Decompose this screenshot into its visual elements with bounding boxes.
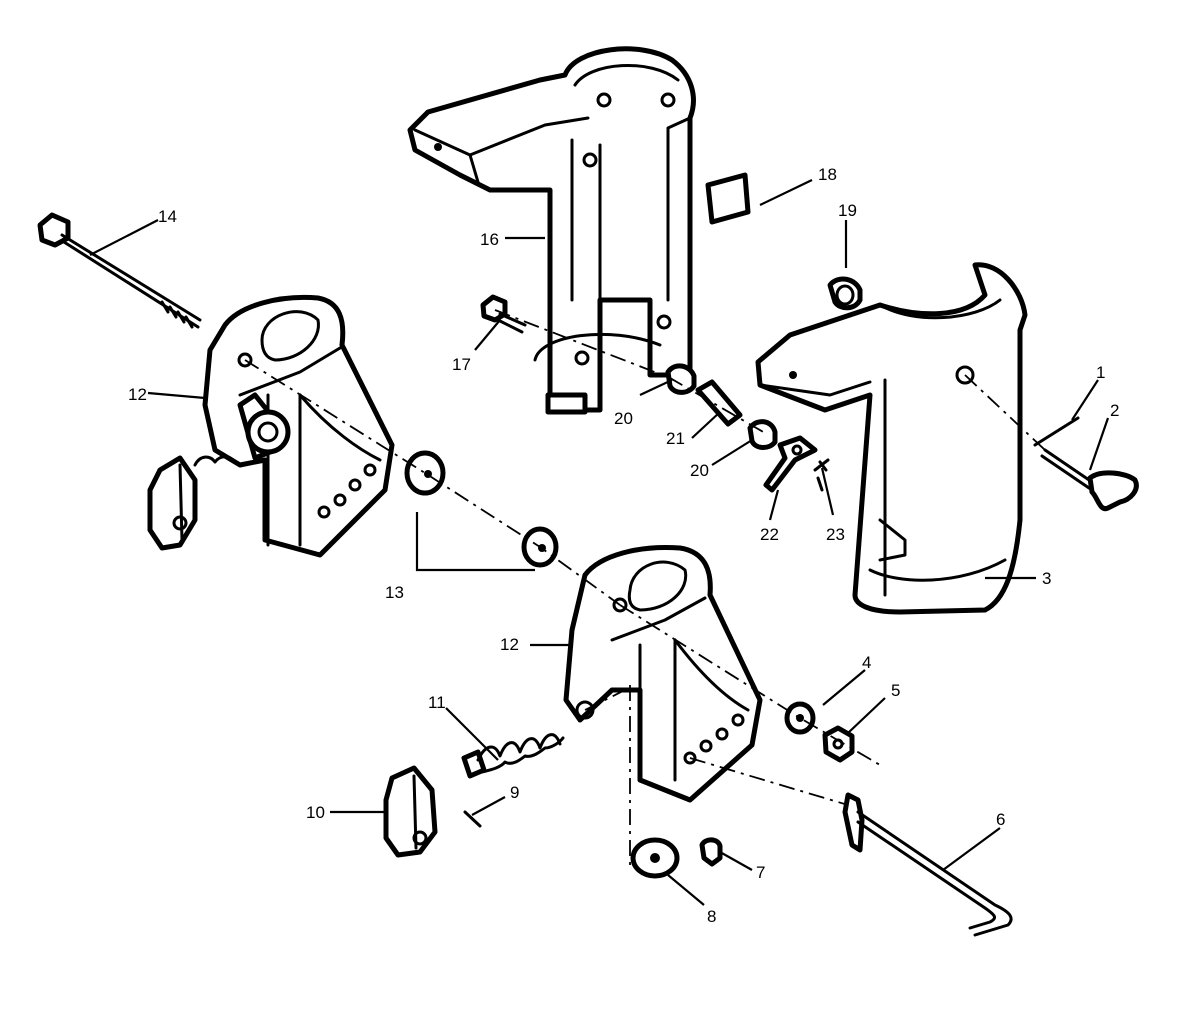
callout-8: 8 (707, 907, 716, 926)
callout-21: 21 (666, 429, 685, 448)
spring-11 (461, 733, 565, 779)
callout-11: 11 (428, 693, 446, 712)
callout-20-upper: 20 (614, 409, 633, 428)
bushing-19 (827, 276, 863, 311)
thumb-handle-10 (383, 765, 438, 858)
callout-18: 18 (818, 165, 837, 184)
callout-12-right: 12 (500, 635, 519, 654)
callout-23: 23 (826, 525, 845, 544)
callout-17: 17 (452, 355, 471, 374)
pad-18 (705, 172, 751, 225)
callout-20-lower: 20 (690, 461, 709, 480)
callout-7: 7 (756, 863, 765, 882)
leader-lines (89, 179, 1110, 906)
washers-13 (404, 450, 559, 568)
bolt-7 (699, 837, 723, 867)
left-clamp-screw (147, 409, 291, 551)
bolt-17 (480, 294, 527, 334)
pin-9 (463, 810, 482, 828)
callout-6: 6 (996, 810, 1005, 829)
thumb-screw-2 (1040, 448, 1139, 512)
disc-8 (630, 837, 680, 879)
callout-14: 14 (158, 207, 177, 226)
tilt-rod-6 (842, 792, 1013, 937)
washer-4 (784, 701, 816, 735)
callout-16: 16 (480, 230, 499, 249)
callout-13: 13 (385, 583, 404, 602)
callout-9: 9 (510, 783, 519, 802)
pin-1 (1033, 416, 1080, 447)
swivel-bracket-16 (407, 46, 696, 415)
callout-1: 1 (1096, 363, 1105, 382)
long-bolt-14 (37, 212, 202, 329)
clamp-bracket-left-12 (202, 295, 395, 558)
swivel-housing-3 (755, 262, 1028, 615)
assembly-axes (244, 309, 1046, 870)
callout-2: 2 (1110, 401, 1119, 420)
callout-3: 3 (1042, 569, 1051, 588)
clamp-bracket-right-12 (563, 545, 763, 803)
callout-4: 4 (862, 653, 871, 672)
callout-10: 10 (306, 803, 325, 822)
callout-19: 19 (838, 201, 857, 220)
lock-lever-22 (763, 435, 830, 493)
callout-labels: 1 2 3 4 5 6 7 8 9 10 11 12 12 13 14 16 1… (128, 165, 1119, 926)
callout-22: 22 (760, 525, 779, 544)
callout-12-left: 12 (128, 385, 147, 404)
callout-5: 5 (891, 681, 900, 700)
